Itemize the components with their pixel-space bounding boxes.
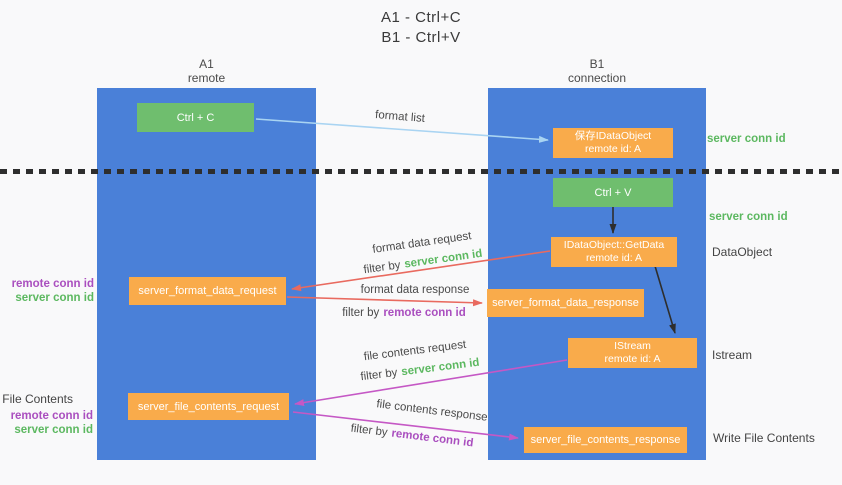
filter-by-text: filter by [359, 366, 399, 384]
server-conn-id-text: server conn id [403, 247, 484, 271]
filter-by-text: filter by [362, 259, 402, 277]
label-format-data-response: format data response [360, 284, 470, 296]
column-b1-id: B1 [589, 57, 605, 71]
node-server-file-contents-request: server_file_contents_request [128, 393, 289, 420]
node-server-file-contents-response: server_file_contents_response [524, 427, 687, 453]
column-a1-role: remote [187, 71, 226, 85]
title-line-2: B1 - Ctrl+V [381, 29, 461, 46]
right-label-server-conn-id-1: server conn id [707, 133, 786, 145]
node-istream-line2: remote id: A [604, 353, 661, 365]
node-ctrl-c: Ctrl + C [137, 103, 254, 132]
remote-conn-id-text: remote conn id [390, 427, 475, 450]
column-a1-id: A1 [199, 57, 214, 71]
left-label-read-file-contents: Read File Contents [0, 392, 73, 406]
session-divider-dotted-line [0, 169, 842, 174]
right-label-dataobject: DataObject [712, 245, 773, 259]
left-label-server-conn-id-1: server conn id [15, 292, 94, 304]
left-label-remote-conn-id-2: remote conn id [10, 410, 93, 422]
server-conn-id-text: server conn id [400, 356, 481, 379]
column-b1-role: connection [567, 71, 627, 85]
node-idataobject-getdata-line2: remote id: A [585, 252, 643, 264]
filter-by-text: filter by [342, 307, 380, 319]
right-label-server-conn-id-2: server conn id [709, 211, 788, 223]
node-idataobject-getdata: IDataObject::GetData remote id: A [551, 237, 677, 267]
node-save-idataobject: 保存IDataObject remote id: A [553, 128, 673, 158]
column-header-b1: B1 connection [488, 57, 706, 85]
node-save-idataobject-line1: 保存IDataObject [574, 129, 652, 142]
label-file-contents-response: file contents response [375, 398, 489, 424]
right-label-write-file-contents: Write File Contents [713, 431, 815, 445]
left-label-server-conn-id-2: server conn id [14, 424, 93, 436]
format-data-response-arrow [286, 296, 483, 307]
node-server-format-data-request: server_format_data_request [129, 277, 286, 305]
node-ctrl-v: Ctrl + V [553, 178, 673, 207]
node-istream-line1: IStream [614, 339, 651, 352]
right-label-istream: Istream [712, 348, 753, 362]
left-label-remote-conn-id-1: remote conn id [11, 278, 94, 290]
label-format-list: format list [374, 109, 426, 125]
node-server-format-data-response: server_format_data_response [487, 289, 644, 317]
title-line-1: A1 - Ctrl+C [380, 9, 462, 26]
node-istream: IStream remote id: A [568, 338, 697, 368]
node-save-idataobject-line2: remote id: A [584, 143, 642, 155]
column-header-a1: A1 remote [97, 57, 316, 85]
remote-conn-id-text: remote conn id [383, 307, 466, 319]
filter-by-text: filter by [349, 422, 389, 439]
node-idataobject-getdata-line1: IDataObject::GetData [563, 238, 665, 251]
diagram-title: A1 - Ctrl+C B1 - Ctrl+V [0, 8, 842, 48]
